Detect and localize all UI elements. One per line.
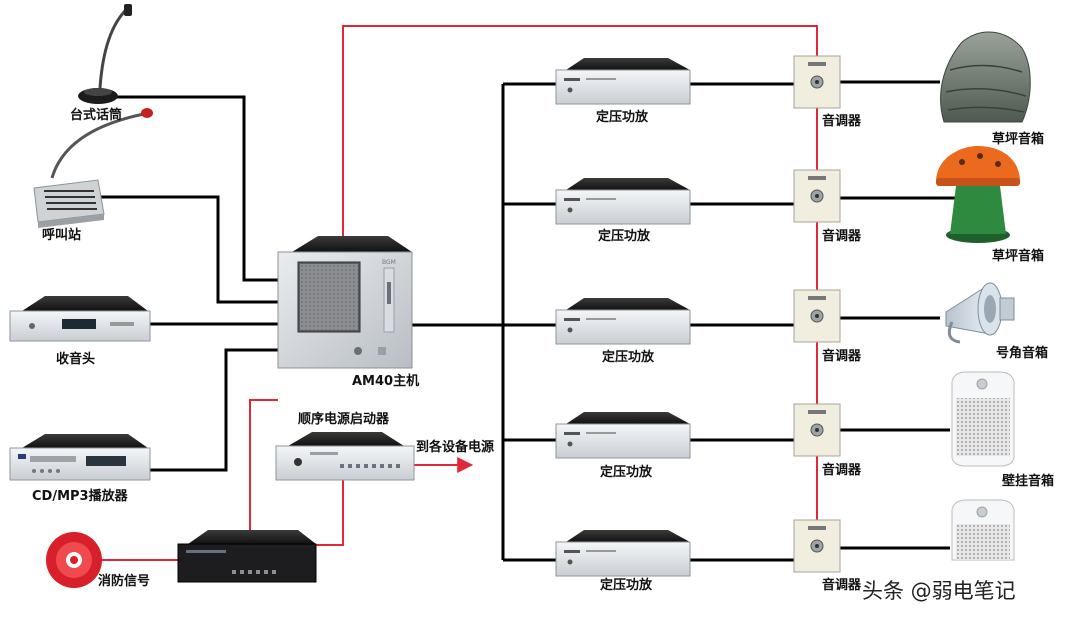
watermark-text: 头条 @弱电笔记 — [862, 579, 1016, 603]
speaker-label: 草坪音箱 — [992, 249, 1045, 264]
volume-control-icon — [793, 55, 841, 109]
volume-control-label: 音调器 — [822, 114, 862, 129]
desk-microphone-icon — [78, 4, 132, 104]
speaker-label: 号角音箱 — [996, 346, 1049, 361]
mushroom-speaker-icon — [936, 146, 1020, 243]
signal-line-paging — [100, 195, 278, 304]
amplifier-label: 定压功放 — [598, 229, 651, 244]
volume-control-label: 音调器 — [822, 463, 862, 478]
paging-station-icon — [33, 108, 153, 228]
amplifier-label: 定压功放 — [600, 465, 653, 480]
volume-control-icon — [793, 403, 841, 457]
volume-control-label: 音调器 — [822, 349, 862, 364]
volume-control-icon — [793, 169, 841, 223]
cd-player-icon — [9, 434, 151, 481]
sequencer-icon — [275, 432, 415, 481]
power-controller-icon — [177, 530, 317, 583]
volume-control-label: 音调器 — [822, 578, 862, 593]
volume-control-icon — [793, 519, 841, 573]
wall-speaker-icon — [951, 371, 1015, 467]
desk-mic-label: 台式话筒 — [70, 108, 123, 123]
paging-station-label: 呼叫站 — [42, 228, 82, 243]
volume-control-label: 音调器 — [822, 229, 862, 244]
tuner-label: 收音头 — [56, 352, 96, 367]
sequencer-label: 顺序电源启动器 — [298, 412, 390, 427]
host-label: AM40主机 — [352, 374, 420, 389]
horn-speaker-icon — [945, 282, 1015, 344]
speaker-label: 壁挂音箱 — [1002, 474, 1055, 489]
cd-player-label: CD/MP3播放器 — [32, 489, 128, 504]
power-line-sequencer-up — [249, 399, 278, 540]
power-wiring — [100, 25, 818, 561]
power-line-sequencer-host — [316, 480, 344, 546]
amplifier-icon — [555, 178, 691, 225]
amplifier-icon — [555, 412, 691, 459]
host-unit-icon: BGM — [277, 236, 413, 369]
amplifier-label: 定压功放 — [596, 110, 649, 125]
fire-alarm-icon — [46, 532, 102, 588]
rock-speaker-icon — [940, 31, 1031, 123]
amplifier-label: 定压功放 — [600, 578, 653, 593]
amplifier-label: 定压功放 — [602, 350, 655, 365]
speaker-label: 草坪音箱 — [992, 132, 1045, 147]
signal-wiring — [100, 80, 955, 562]
host-panel-brand: BGM — [382, 259, 396, 266]
fire-signal-label: 消防信号 — [98, 574, 151, 589]
amplifier-icon — [555, 58, 691, 105]
wall-speaker-icon — [951, 499, 1015, 561]
amplifier-icon — [555, 530, 691, 577]
volume-control-icon — [793, 289, 841, 343]
tuner-icon — [9, 296, 151, 342]
signal-line-mic — [115, 95, 278, 282]
amplifier-icon — [555, 298, 691, 345]
power-output-label: 到各设备电源 — [416, 440, 495, 455]
signal-line-cd — [150, 348, 278, 472]
